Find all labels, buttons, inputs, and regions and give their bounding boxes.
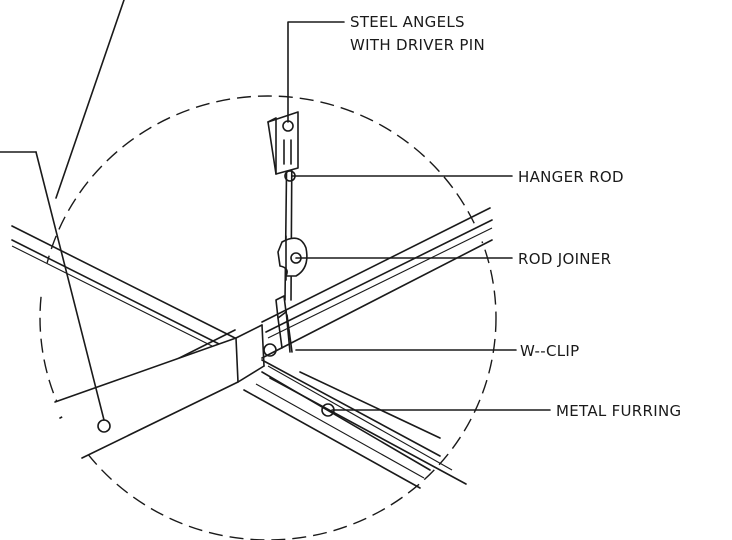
steel-angle xyxy=(267,111,299,182)
metal-furring xyxy=(54,324,467,489)
label-hanger-rod: HANGER ROD xyxy=(518,168,624,186)
leader-lines xyxy=(0,0,551,421)
main-channel xyxy=(11,207,493,419)
label-steel-angels-line2: WITH DRIVER PIN xyxy=(350,36,485,54)
marker-circle-center xyxy=(263,343,277,357)
detail-circle xyxy=(39,95,497,540)
label-w-clip: W--CLIP xyxy=(520,342,579,360)
label-steel-angels-line1: STEEL ANGELS xyxy=(350,13,465,31)
w-clip xyxy=(275,295,291,353)
label-rod-joiner: ROD JOINER xyxy=(518,250,611,268)
label-metal-furring: METAL FURRING xyxy=(556,402,681,420)
